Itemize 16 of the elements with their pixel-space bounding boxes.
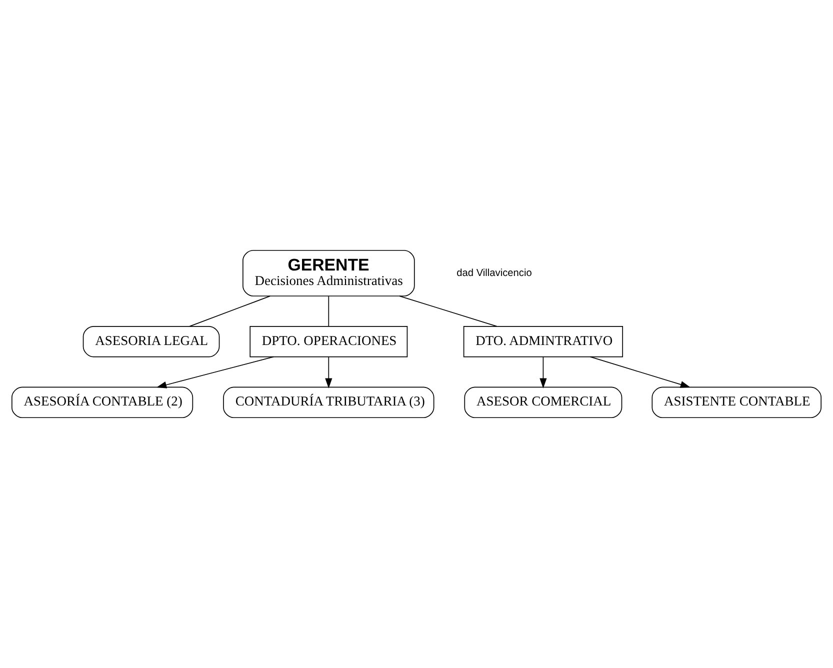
arrow (540, 356, 547, 388)
label: dad Villavicencio (456, 268, 532, 279)
connector (189, 296, 270, 327)
node-box: CONTADURÍA TRIBUTARIA (3) (223, 386, 434, 418)
connector (399, 296, 498, 327)
node-box: GERENTE Decisiones Administrativas (242, 250, 415, 296)
node-box: DTO. ADMINTRATIVO (463, 326, 624, 358)
connector (328, 296, 330, 327)
node-box: ASISTENTE CONTABLE (652, 386, 822, 418)
node-box: ASESOR COMERCIAL (464, 386, 622, 418)
node-box: DPTO. OPERACIONES (250, 326, 408, 358)
node-box: ASESORIA LEGAL (82, 326, 220, 358)
arrow (590, 356, 691, 388)
arrow (325, 356, 332, 388)
arrow (156, 356, 274, 388)
node-box: ASESORÍA CONTABLE (2) (11, 386, 194, 418)
